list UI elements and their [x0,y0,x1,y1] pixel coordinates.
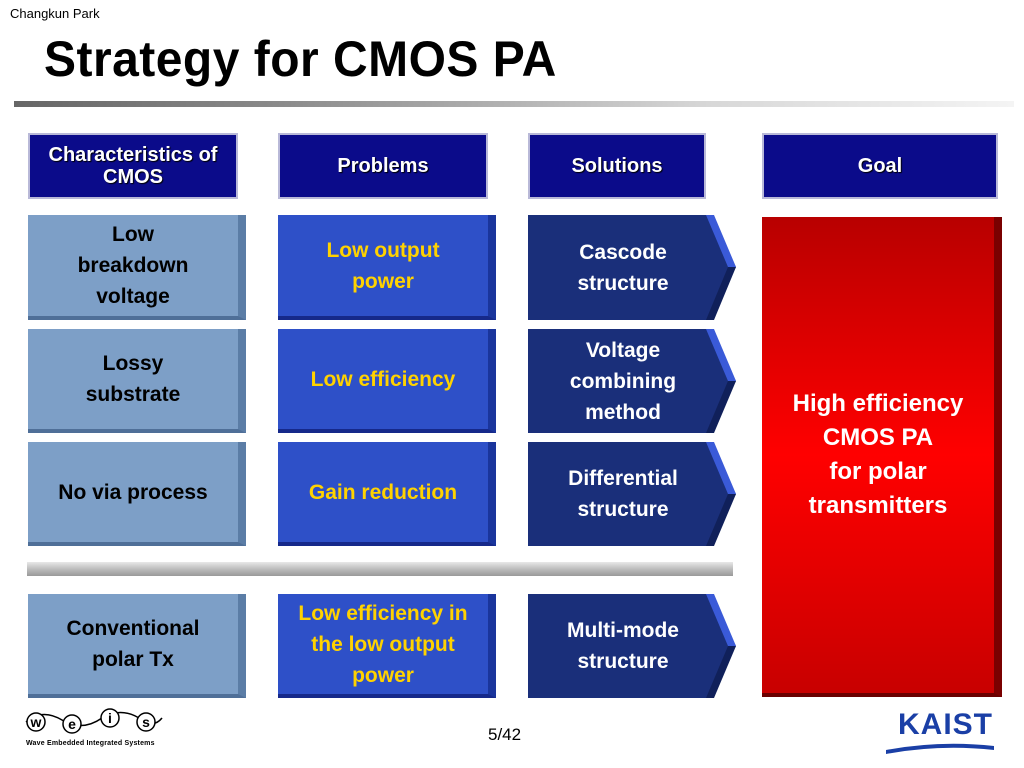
title-underline [14,101,1014,107]
solution-text: Multi-mode structure [567,619,679,673]
weis-logo: w e i s Wave Embedded Integrated Systems [22,704,167,756]
solution-text: Voltage combining method [569,338,677,424]
solution-arrow-box [528,442,736,546]
header-goal: Goal [762,133,998,199]
solution-arrow-box [528,215,736,320]
row-divider-bar [27,562,733,576]
header-solutions-label: Solutions [571,155,663,177]
characteristic-text: No via process [58,480,208,504]
characteristic-text: Low breakdown voltage [77,223,189,308]
goal-line: for polar [829,458,927,485]
problem-text: Low output power [326,238,440,293]
problem-box: Low efficiency [278,329,496,433]
characteristic-box: Conventional polar Tx [28,594,246,698]
header-solutions: Solutions [528,133,706,199]
kaist-logo-text: KAIST [898,708,993,741]
problem-box: Low efficiency in the low output power [278,594,496,698]
characteristic-box: Low breakdown voltage [28,215,246,320]
goal-box: High efficiency CMOS PA for polar transm… [762,217,1002,697]
solution-text-wrap: Differential structure [528,442,718,546]
slide-title: Strategy for CMOS PA [44,31,557,87]
author-name: Changkun Park [10,6,100,21]
solution-arrow-box [528,329,736,433]
header-problems-label: Problems [337,155,429,177]
goal-line: transmitters [808,492,948,519]
header-goal-label: Goal [857,155,903,177]
page-number: 5/42 [488,725,522,744]
weis-caption: Wave Embedded Integrated Systems [26,740,155,747]
problem-text: Low efficiency in the low output power [298,601,468,687]
characteristic-text: Lossy substrate [85,352,181,406]
solution-arrow-box [528,594,736,698]
characteristic-text: Conventional polar Tx [66,617,200,671]
problem-box: Gain reduction [278,442,496,546]
problem-text: Low efficiency [310,367,456,391]
solution-text-wrap: Cascode structure [528,215,718,320]
svg-text:s: s [142,714,150,730]
header-characteristics: Characteristics of CMOS [28,133,238,199]
solution-text: Differential structure [568,467,678,521]
kaist-logo: KAIST [884,708,996,754]
goal-line: CMOS PA [822,424,934,451]
characteristic-box: Lossy substrate [28,329,246,433]
solution-text: Cascode structure [577,240,669,295]
problem-box: Low output power [278,215,496,320]
svg-text:i: i [108,710,112,726]
svg-text:e: e [68,716,76,732]
svg-text:w: w [30,714,42,730]
header-problems: Problems [278,133,488,199]
goal-line: High efficiency [792,390,964,417]
solution-text-wrap: Multi-mode structure [528,594,718,698]
header-characteristics-label: Characteristics of CMOS [48,144,218,188]
characteristic-box: No via process [28,442,246,546]
problem-text: Gain reduction [308,480,458,504]
solution-text-wrap: Voltage combining method [528,329,718,433]
